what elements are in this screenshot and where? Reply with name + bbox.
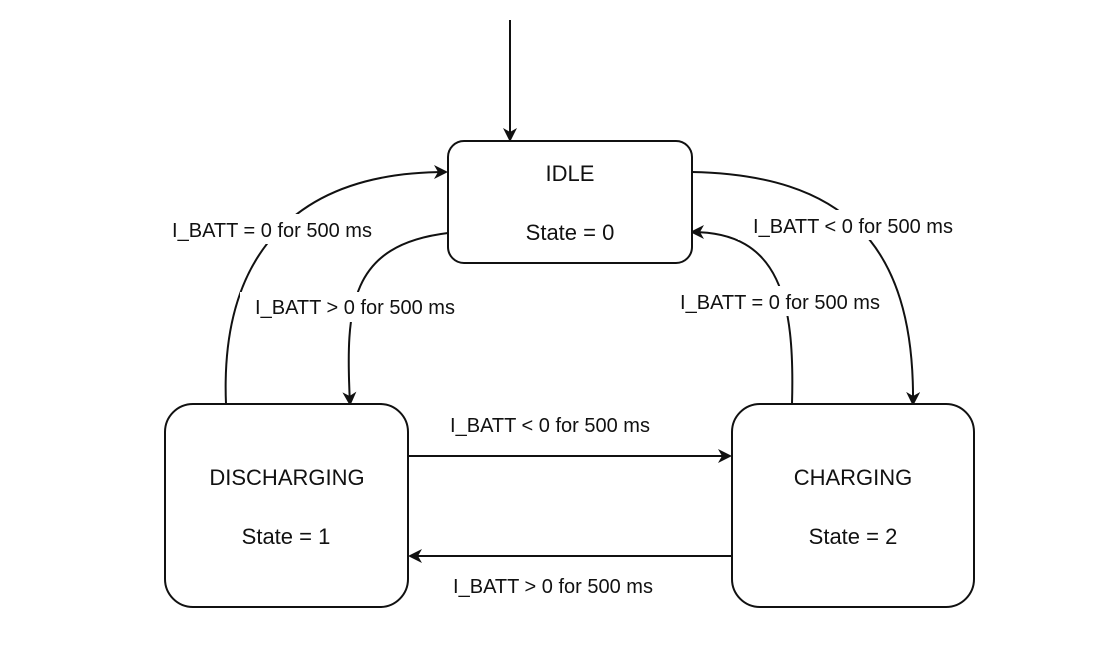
edge-idle-to-discharging bbox=[342, 232, 449, 406]
edge-charging-to-idle bbox=[690, 225, 794, 405]
state-idle-value: State = 0 bbox=[526, 220, 615, 245]
state-idle-name: IDLE bbox=[546, 161, 595, 186]
state-charging-value: State = 2 bbox=[809, 524, 898, 549]
state-charging-name: CHARGING bbox=[794, 465, 913, 490]
state-discharging: DISCHARGING State = 1 bbox=[164, 403, 409, 608]
label-discharging-to-idle: I_BATT = 0 for 500 ms bbox=[172, 220, 372, 242]
state-discharging-value: State = 1 bbox=[242, 524, 331, 549]
label-idle-to-charging: I_BATT < 0 for 500 ms bbox=[753, 216, 953, 238]
label-charging-to-idle: I_BATT = 0 for 500 ms bbox=[680, 292, 880, 314]
state-discharging-box bbox=[164, 403, 409, 608]
label-discharging-to-charging: I_BATT < 0 for 500 ms bbox=[450, 415, 650, 437]
state-idle: IDLE State = 0 bbox=[447, 140, 693, 264]
state-charging: CHARGING State = 2 bbox=[731, 403, 975, 608]
label-charging-to-discharging: I_BATT > 0 for 500 ms bbox=[453, 576, 653, 598]
state-idle-box bbox=[447, 140, 693, 264]
label-idle-to-discharging: I_BATT > 0 for 500 ms bbox=[255, 297, 455, 319]
state-charging-box bbox=[731, 403, 975, 608]
state-discharging-name: DISCHARGING bbox=[209, 465, 364, 490]
edge-discharging-to-idle bbox=[224, 165, 448, 405]
